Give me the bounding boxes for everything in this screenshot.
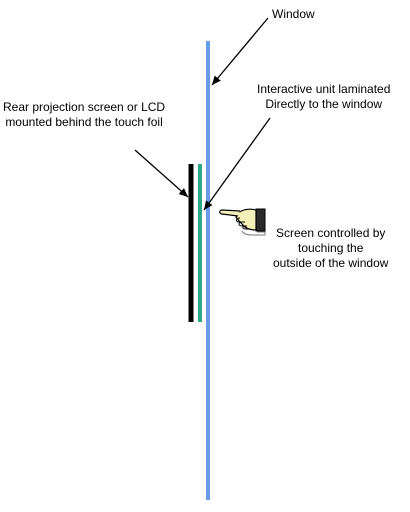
- rear-projection-arrow: [134, 149, 189, 198]
- window-arrow: [211, 17, 269, 86]
- window-label: Window: [272, 7, 315, 22]
- screen-controlled-label: Screen controlled by touching the outsid…: [273, 226, 388, 271]
- interactive-unit-label: Interactive unit laminated Directly to t…: [257, 82, 390, 112]
- screen-controlled-line-3: outside of the window: [273, 256, 389, 270]
- window-label-text: Window: [272, 7, 315, 21]
- pointing-hand-icon: [219, 208, 266, 236]
- interactive-unit-line-2: Directly to the window: [265, 97, 383, 111]
- screen-controlled-line-2: touching the: [298, 241, 364, 255]
- rear-projection-label: Rear projection screen or LCD mounted be…: [3, 100, 165, 130]
- rear-projection-line-2: mounted behind the touch foil: [5, 115, 163, 129]
- rear-projection-line-1: Rear projection screen or LCD: [3, 100, 166, 114]
- screen-controlled-line-1: Screen controlled by: [276, 226, 386, 240]
- interactive-unit-arrow: [203, 117, 271, 211]
- interactive-unit-line-1: Interactive unit laminated: [257, 82, 391, 96]
